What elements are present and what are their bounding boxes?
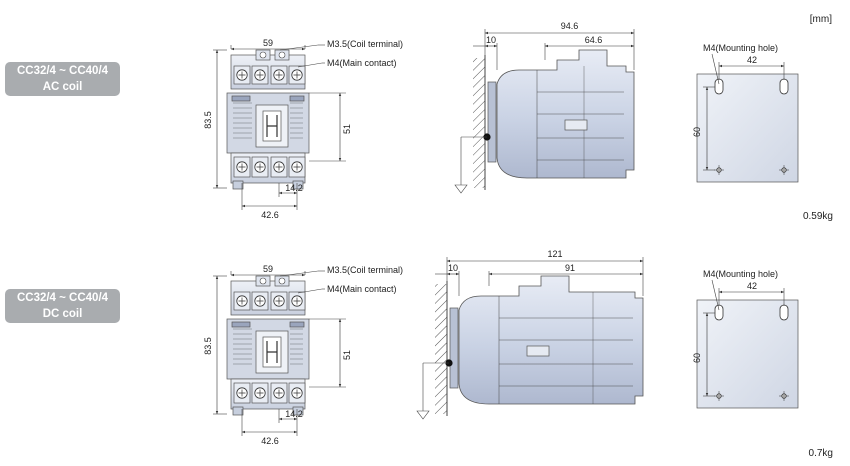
dimension-v-spacing-label: 60 [692, 353, 702, 363]
drawing-ac-coil: 59 83.5 51 42.6 14.2 M3.5(Coil terminal) M4(Ma… [203, 21, 799, 220]
screw-slot-icon [256, 389, 264, 397]
callout-mounting-hole: M4(Mounting hole) [703, 43, 778, 53]
crosshair-icon [779, 165, 789, 175]
screw-slot-icon [238, 71, 246, 79]
wall-hatching [435, 284, 447, 414]
dimension-pitch-label: 14.2 [285, 183, 303, 193]
dimension-v-spacing-label: 60 [692, 127, 702, 137]
coil-screw-icon [278, 51, 286, 59]
callout-mounting-hole: M4(Mounting hole) [703, 269, 778, 279]
dimension-mid-height-label: 51 [342, 124, 352, 134]
din-rail [487, 81, 497, 163]
ground-symbol-icon [454, 184, 468, 194]
callout-main-contact: M4(Main contact) [327, 58, 397, 68]
wall-hatching [473, 58, 485, 188]
screw-slot-icon [275, 389, 283, 397]
variant-label-ac: CC32/4 ~ CC40/4 AC coil [5, 62, 120, 96]
leader-line [279, 44, 319, 51]
variant-coil: AC coil [42, 81, 83, 93]
side-slot [564, 119, 588, 131]
weight-ac: 0.59kg [802, 211, 833, 222]
screw-slot-icon [256, 163, 264, 171]
nameplate [231, 95, 251, 102]
front-view: 59 83.5 51 42.6 14.2 M3.5(Coil terminal) M4(Ma… [203, 264, 403, 446]
screw-slot-icon [275, 163, 283, 171]
din-rail [449, 307, 459, 389]
mounting-slot-icon [714, 78, 724, 95]
callout-coil-terminal: M3.5(Coil terminal) [327, 265, 403, 275]
dimension-mid-height-label: 51 [342, 350, 352, 360]
screw-slot-icon [256, 297, 264, 305]
screw-slot-icon [238, 389, 246, 397]
drawing-dc-coil: 59 83.5 51 42.6 14.2 M3.5(Coil terminal) M4(Ma… [203, 249, 799, 446]
nameplate [231, 321, 251, 328]
screw-slot-icon [238, 163, 246, 171]
dimension-width-label: 59 [263, 264, 273, 274]
screw-slot-icon [293, 163, 301, 171]
actuator-mark-icon [266, 115, 278, 137]
dimension-h-spacing-label: 42 [747, 281, 757, 291]
leader-line [297, 62, 323, 68]
screw-slot-icon [293, 297, 301, 305]
screw-slot-icon [275, 297, 283, 305]
leader-line [711, 279, 720, 311]
mounting-foot [232, 406, 244, 416]
screw-slot-icon [238, 297, 246, 305]
dimension-height-label: 83.5 [203, 337, 213, 355]
variant-label-dc: CC32/4 ~ CC40/4 DC coil [5, 289, 120, 323]
crosshair-icon [714, 165, 724, 175]
weight-dc: 0.7kg [808, 448, 833, 459]
dimension-width-label: 59 [263, 38, 273, 48]
front-view: 59 83.5 51 42.6 14.2 M3.5(Coil terminal) M4(Ma… [203, 38, 403, 220]
dimension-height-label: 83.5 [203, 111, 213, 129]
screw-slot-icon [293, 71, 301, 79]
brand-plate [289, 321, 305, 328]
mounting-slot-icon [714, 304, 724, 321]
brand-plate [289, 95, 305, 102]
leader-line [279, 270, 319, 277]
dimension-body-label: 64.6 [585, 35, 603, 45]
mounting-foot [292, 406, 304, 416]
screw-slot-icon [293, 389, 301, 397]
dimension-base-width-label: 42.6 [261, 436, 279, 446]
dimension-depth-label: 94.6 [561, 21, 579, 31]
callout-main-contact: M4(Main contact) [327, 284, 397, 294]
variant-title: CC32/4 ~ CC40/4 [16, 292, 109, 304]
side-view: 94.6 64.6 10 [454, 21, 635, 194]
actuator-mark-icon [266, 341, 278, 363]
dimension-body-label: 91 [565, 263, 575, 273]
side-slot [526, 345, 550, 357]
mounting-slot-icon [779, 78, 789, 95]
leader-line [297, 288, 323, 294]
dimension-pitch-label: 14.2 [285, 409, 303, 419]
screw-slot-icon [275, 71, 283, 79]
screw-slot-icon [256, 71, 264, 79]
coil-screw-icon [278, 277, 286, 285]
crosshair-icon [714, 391, 724, 401]
mounting-foot [232, 180, 244, 190]
mounting-view: 42 60 M4(Mounting hole) [692, 269, 799, 409]
dimension-h-spacing-label: 42 [747, 55, 757, 65]
crosshair-icon [779, 391, 789, 401]
dimension-base-width-label: 42.6 [261, 210, 279, 220]
coil-screw-icon [259, 277, 267, 285]
ground-symbol-icon [416, 410, 430, 420]
dimension-offset-label: 10 [448, 263, 458, 273]
unit-label: [mm] [809, 14, 832, 25]
leader-line [711, 53, 720, 85]
dimension-offset-label: 10 [486, 35, 496, 45]
mounting-slot-icon [779, 304, 789, 321]
variant-coil: DC coil [42, 308, 83, 320]
callout-coil-terminal: M3.5(Coil terminal) [327, 39, 403, 49]
mounting-view: 42 60 M4(Mounting hole) [692, 43, 799, 183]
dimension-depth-label: 121 [547, 249, 562, 259]
coil-screw-icon [259, 51, 267, 59]
variant-title: CC32/4 ~ CC40/4 [16, 65, 109, 77]
mounting-foot [292, 180, 304, 190]
